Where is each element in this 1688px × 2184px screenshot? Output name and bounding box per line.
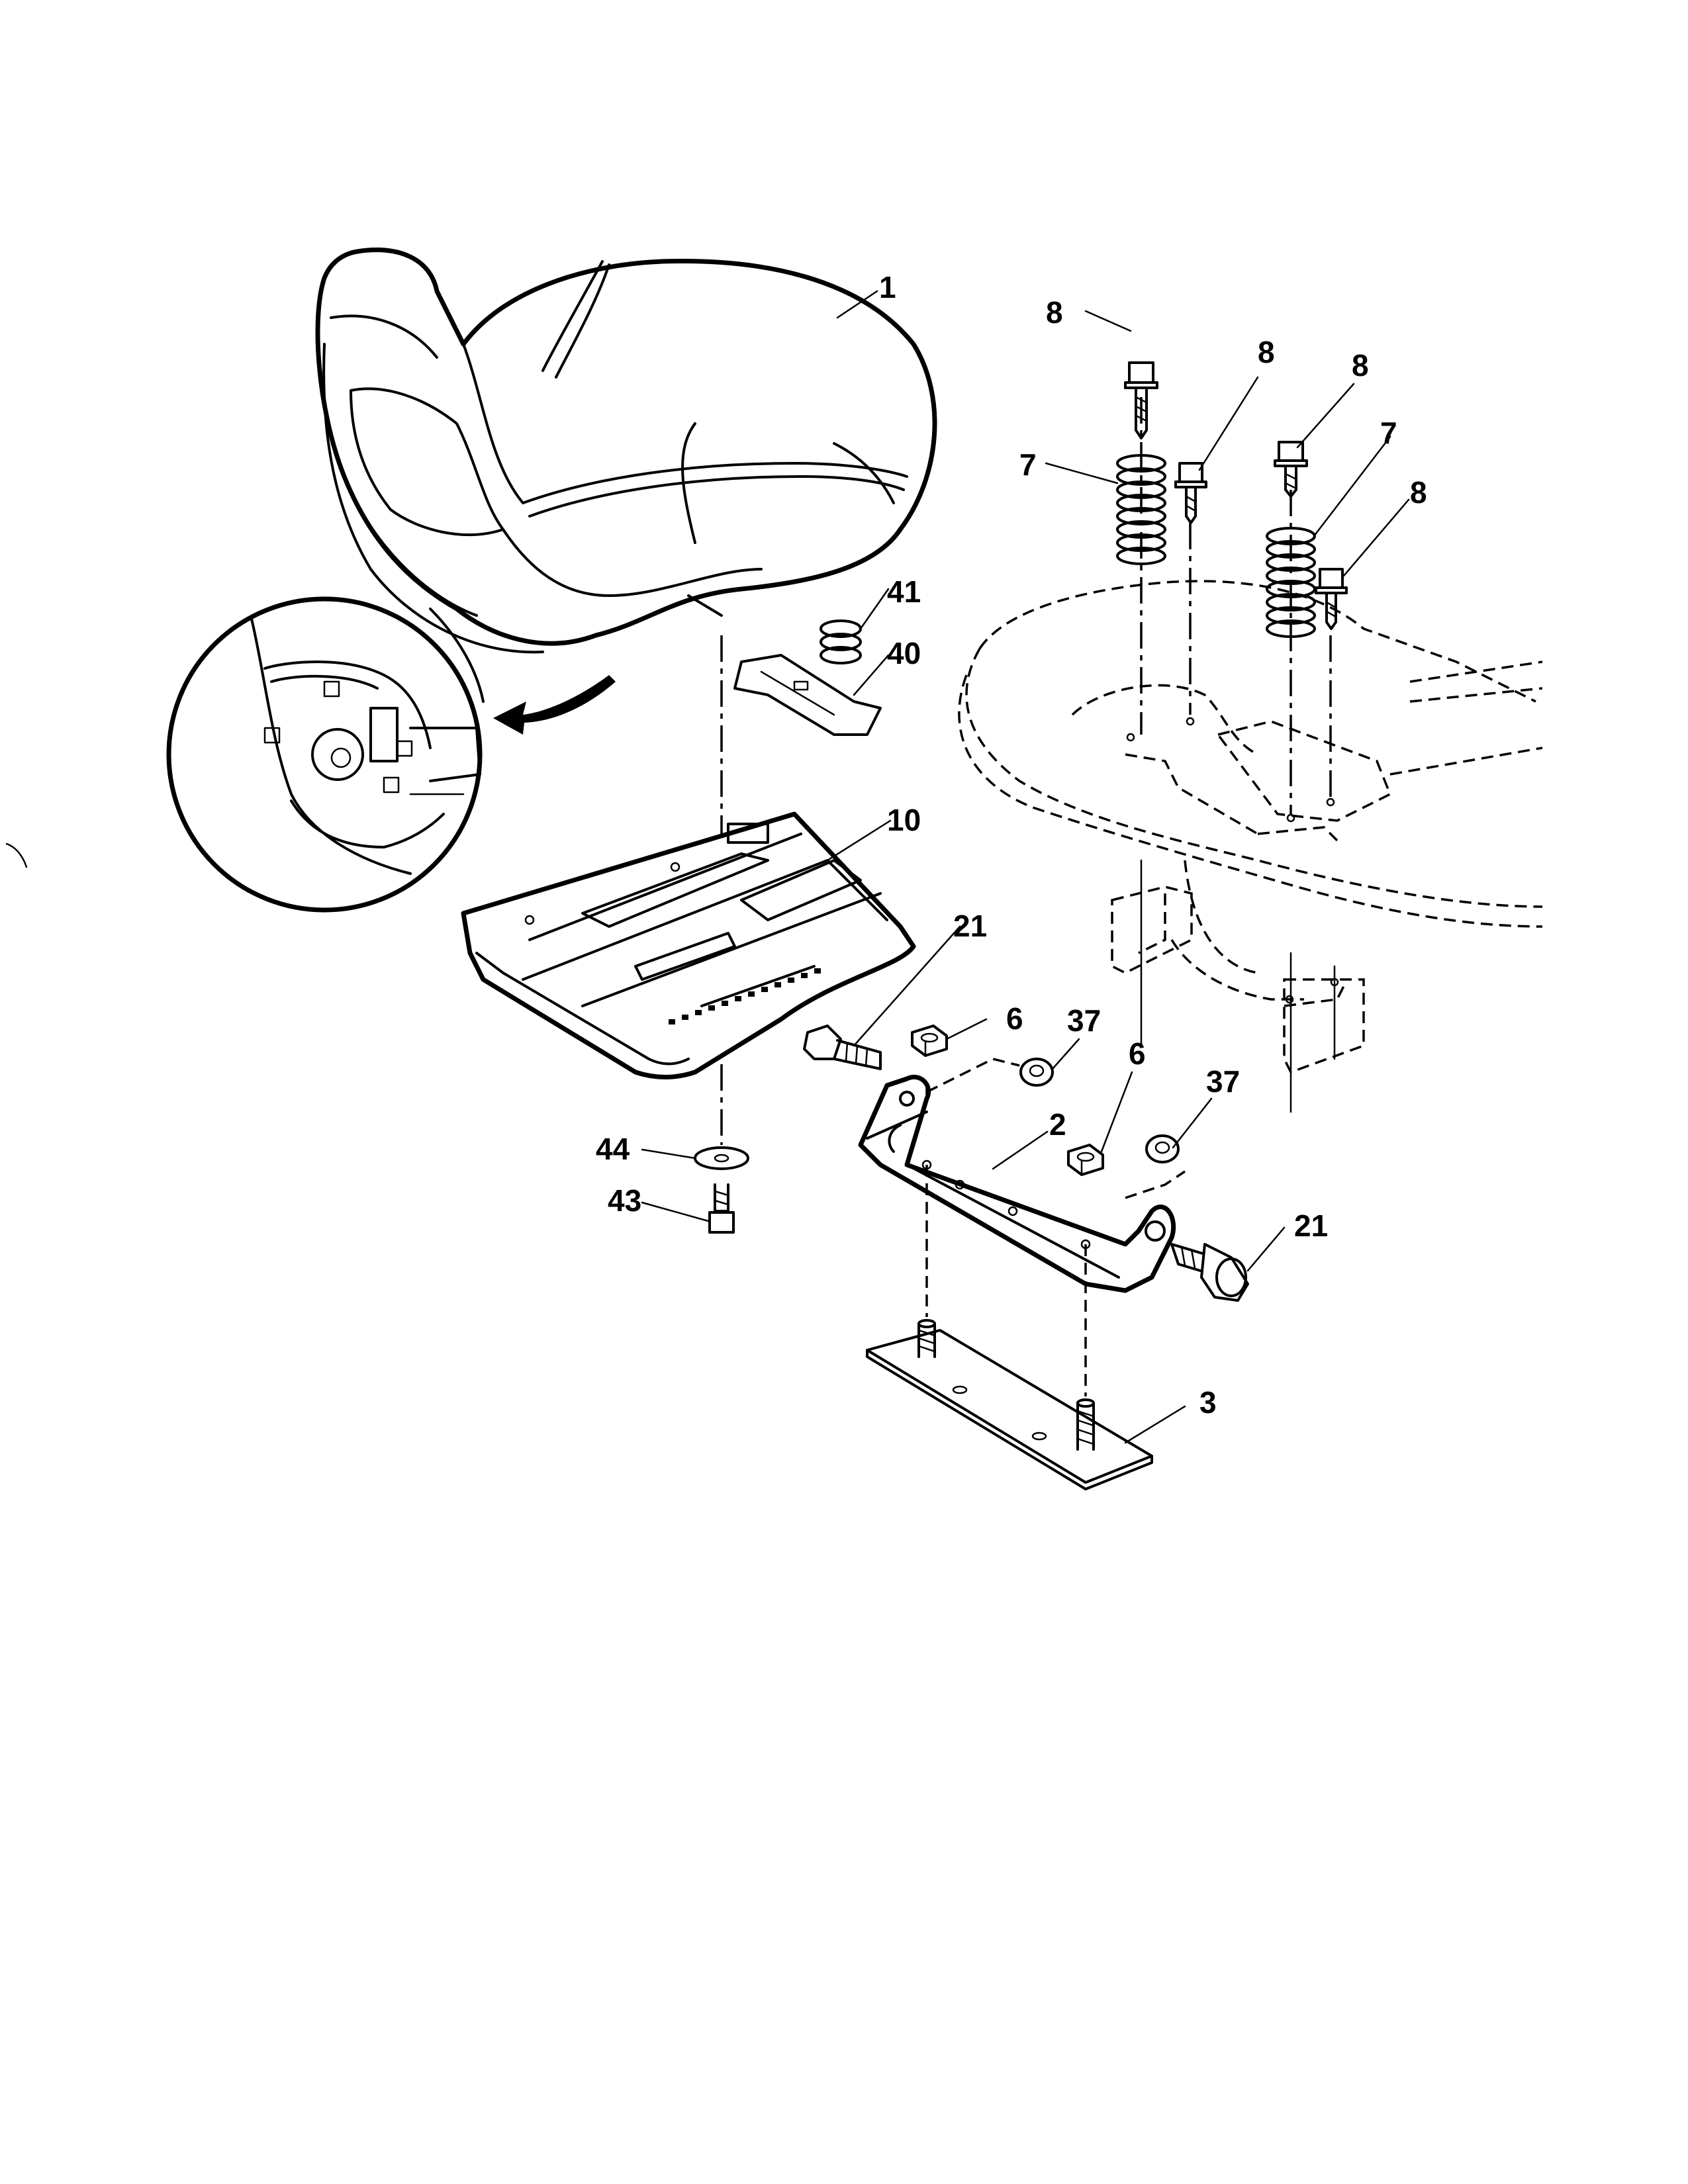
callout-7: 7 — [1019, 447, 1037, 482]
callout-6: 6 — [1129, 1036, 1146, 1071]
seat-plate-10 — [461, 811, 916, 1079]
callout-7: 7 — [1380, 416, 1397, 450]
bolt-8-b — [1174, 462, 1207, 524]
callout-21: 21 — [953, 909, 987, 943]
plate-3 — [866, 1319, 1153, 1490]
edge-mark — [5, 842, 28, 868]
bolt-21-right — [1170, 1243, 1249, 1302]
callout-6: 6 — [1006, 1001, 1023, 1036]
spring-7-left — [1116, 454, 1166, 565]
inset-detail-circle — [166, 596, 485, 913]
bolt-8-a — [1124, 361, 1158, 439]
nut-37-b — [1145, 1134, 1180, 1163]
slot-row — [669, 968, 821, 1024]
washer-44 — [694, 1146, 749, 1170]
nut-37-a — [1019, 1058, 1054, 1087]
bolt-21-left — [803, 1024, 882, 1070]
dashed-guide — [926, 1058, 1020, 1093]
leader-lines — [641, 290, 1410, 1444]
callout-10: 10 — [887, 803, 921, 837]
nut-6-a — [911, 1024, 948, 1057]
callout-2: 2 — [1049, 1107, 1066, 1142]
callout-40: 40 — [887, 636, 921, 670]
callout-8: 8 — [1046, 295, 1063, 330]
bracket-40 — [733, 654, 882, 736]
callout-43: 43 — [608, 1183, 641, 1218]
callout-8: 8 — [1410, 475, 1427, 510]
mower-frame-dashed — [958, 580, 1543, 1074]
callout-3: 3 — [1199, 1385, 1217, 1420]
bolt-8-d — [1315, 568, 1348, 630]
callout-8: 8 — [1352, 348, 1369, 383]
curved-arrow-icon — [493, 675, 616, 735]
callout-37: 37 — [1067, 1003, 1101, 1038]
nut-6-b — [1067, 1144, 1104, 1176]
bolt-43 — [708, 1183, 735, 1234]
dashed-guide — [1125, 1170, 1186, 1199]
bracket-2 — [858, 1074, 1176, 1293]
callout-8: 8 — [1258, 335, 1275, 369]
spring-41 — [820, 619, 862, 664]
callout-44: 44 — [596, 1132, 630, 1166]
callout-41: 41 — [887, 574, 921, 609]
spring-7-right — [1266, 527, 1316, 638]
callout-21: 21 — [1294, 1208, 1328, 1243]
callout-1: 1 — [879, 270, 896, 304]
callout-37: 37 — [1206, 1064, 1240, 1099]
seat — [315, 248, 937, 654]
bolt-8-c — [1274, 441, 1308, 498]
callout-labels: 1 8 8 8 8 7 7 41 40 10 21 21 6 6 37 37 2… — [596, 270, 1427, 1420]
